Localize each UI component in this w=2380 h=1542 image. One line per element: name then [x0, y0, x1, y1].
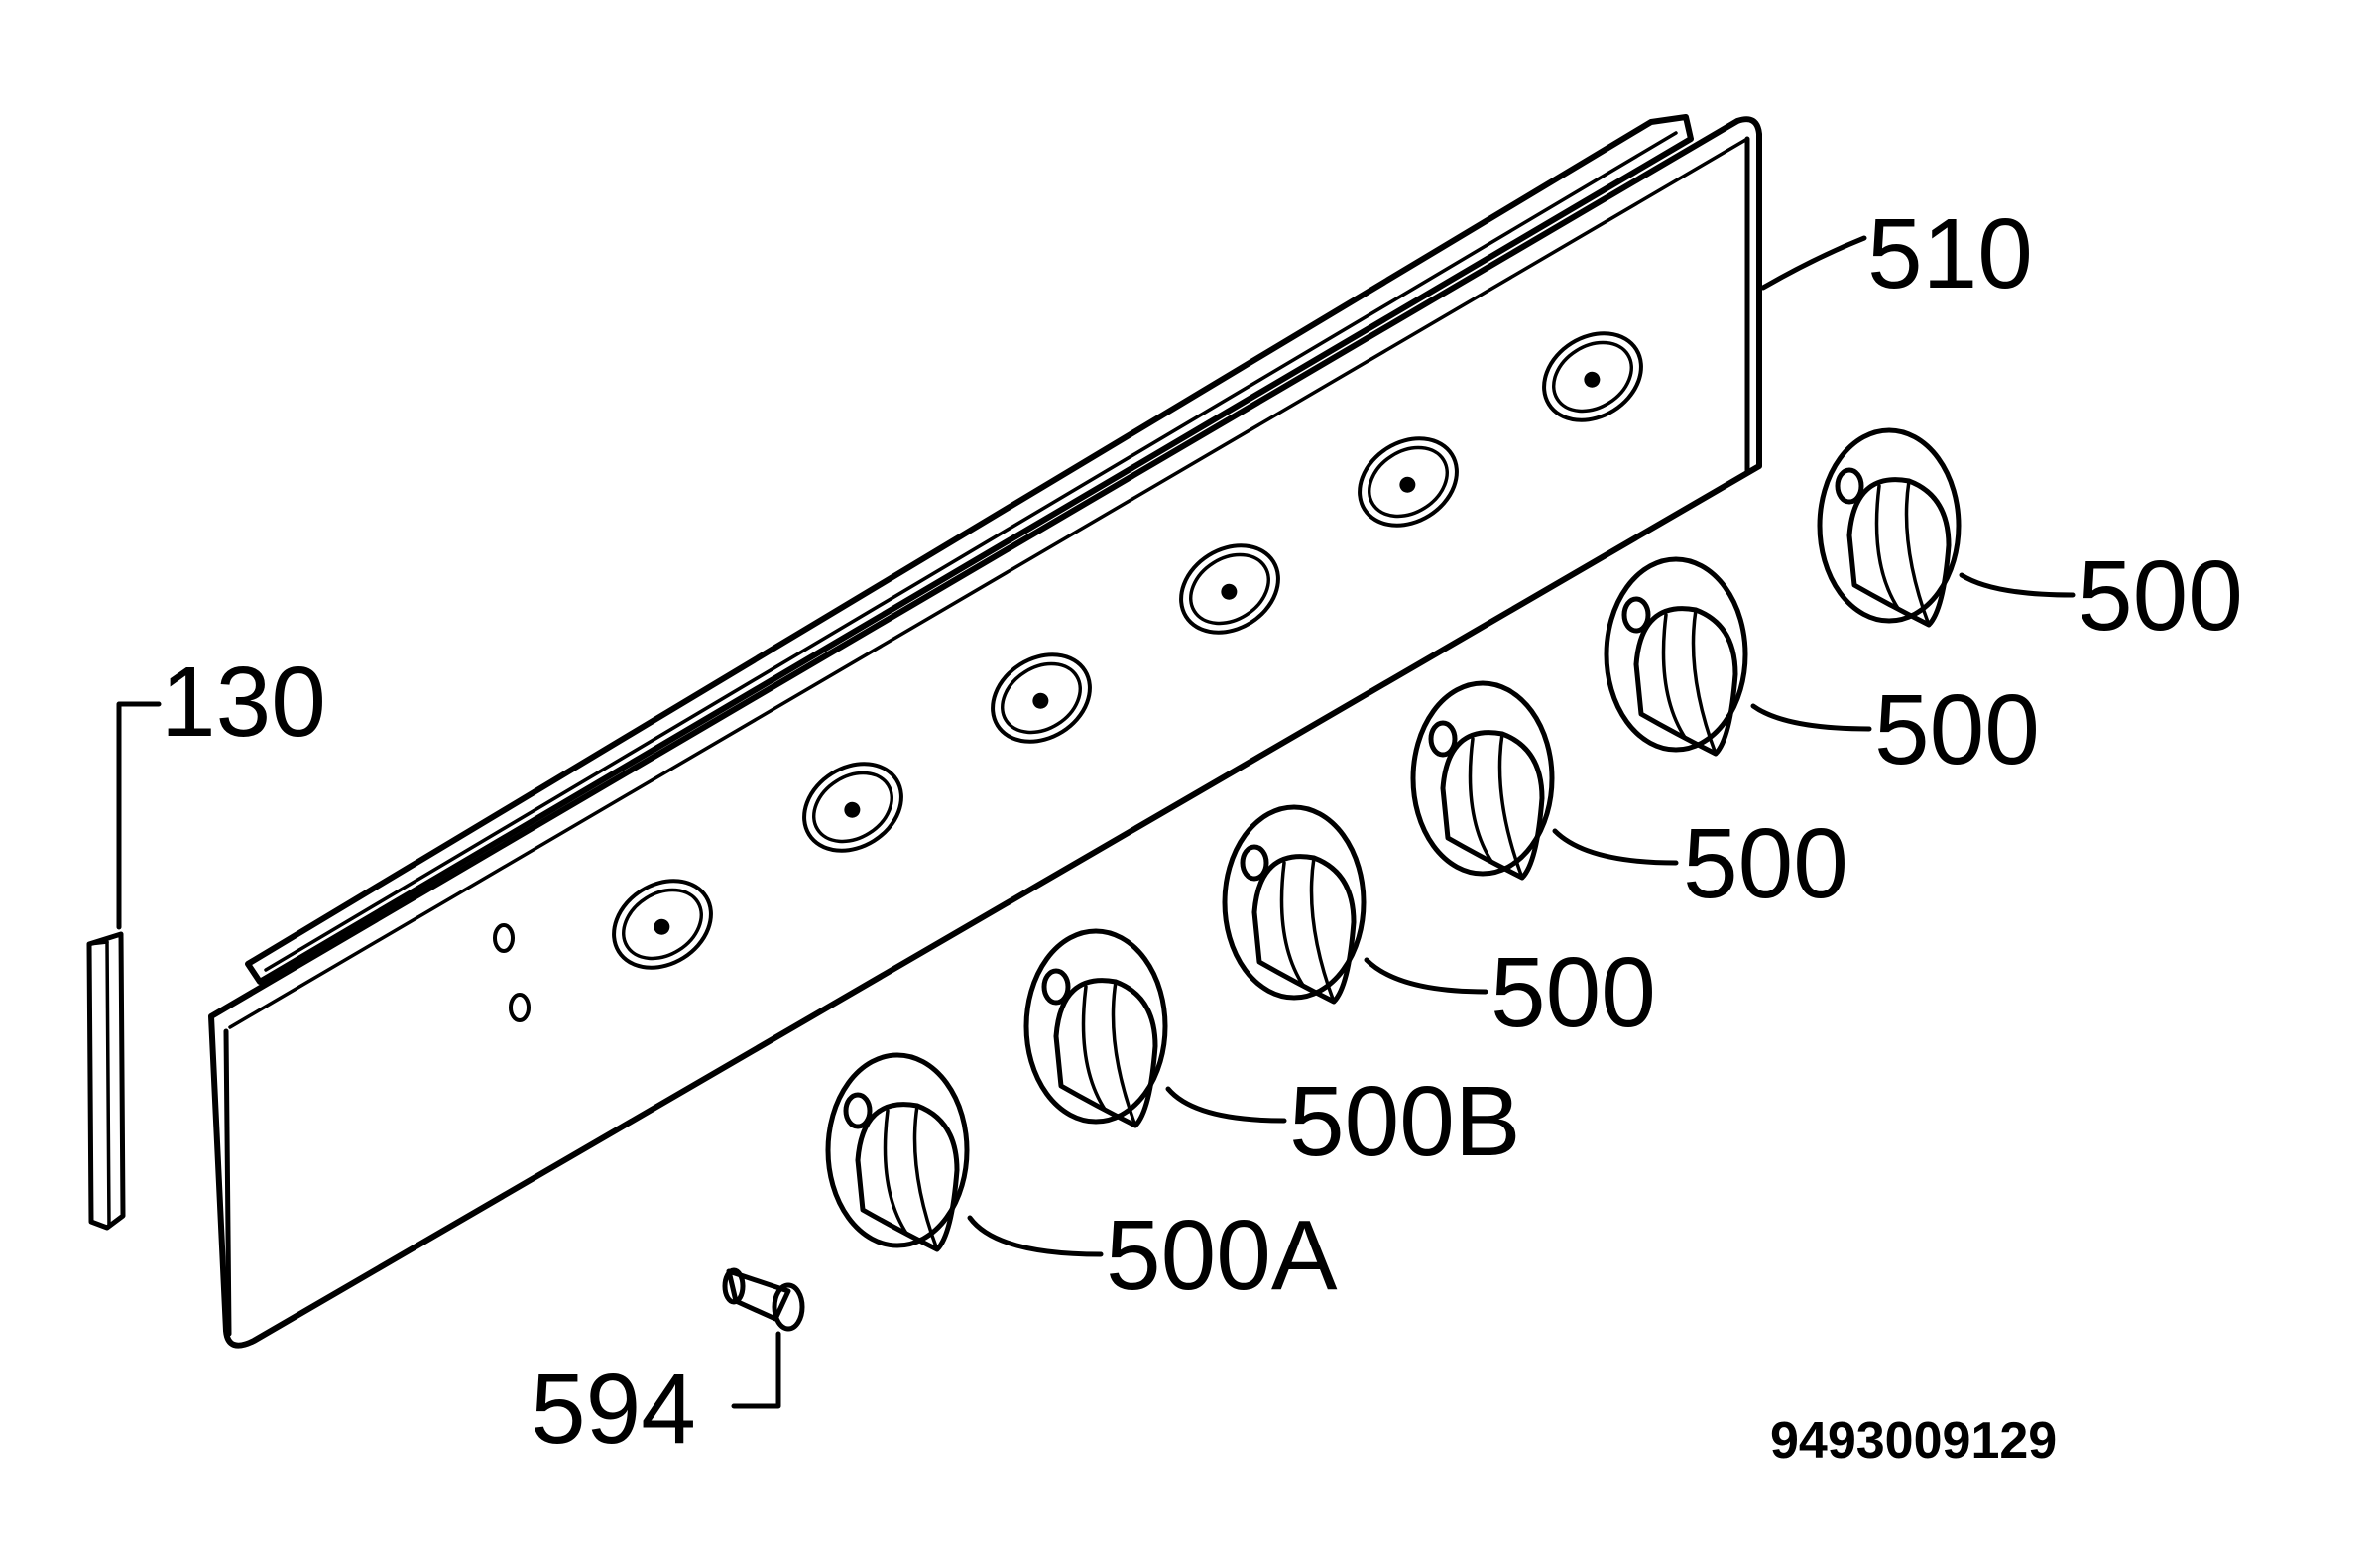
- panel-knob-holes: [612, 331, 1643, 970]
- knob-500-b: [1410, 680, 1555, 881]
- control-panel-510: [208, 114, 1762, 1349]
- knob-500B: [1023, 928, 1168, 1128]
- label-500-3: 500: [1683, 808, 1848, 919]
- knob-500-c: [1604, 556, 1748, 757]
- leader-lines: [116, 235, 2076, 1409]
- screw-594: [722, 1267, 805, 1332]
- label-500A: 500A: [1106, 1200, 1338, 1311]
- label-594: 594: [531, 1354, 696, 1465]
- label-500-4: 500: [1490, 937, 1656, 1048]
- knob-500A: [825, 1052, 970, 1252]
- knob-500-d: [1817, 427, 1962, 628]
- label-130: 130: [161, 647, 326, 758]
- label-500B: 500B: [1289, 1066, 1521, 1177]
- document-code: 9493009129: [1770, 1412, 2057, 1470]
- label-500-2: 500: [1874, 674, 2040, 785]
- knob-500-a: [1222, 804, 1367, 1005]
- seal-strip-130: [86, 931, 126, 1231]
- label-510: 510: [1867, 198, 2033, 309]
- indicator-lamp-holes: [493, 923, 531, 1022]
- control-knobs: [825, 427, 1962, 1252]
- part-labels: 510 130 500 500 500 500 500B 500A 594 94…: [161, 198, 2243, 1470]
- label-500-1: 500: [2078, 540, 2243, 652]
